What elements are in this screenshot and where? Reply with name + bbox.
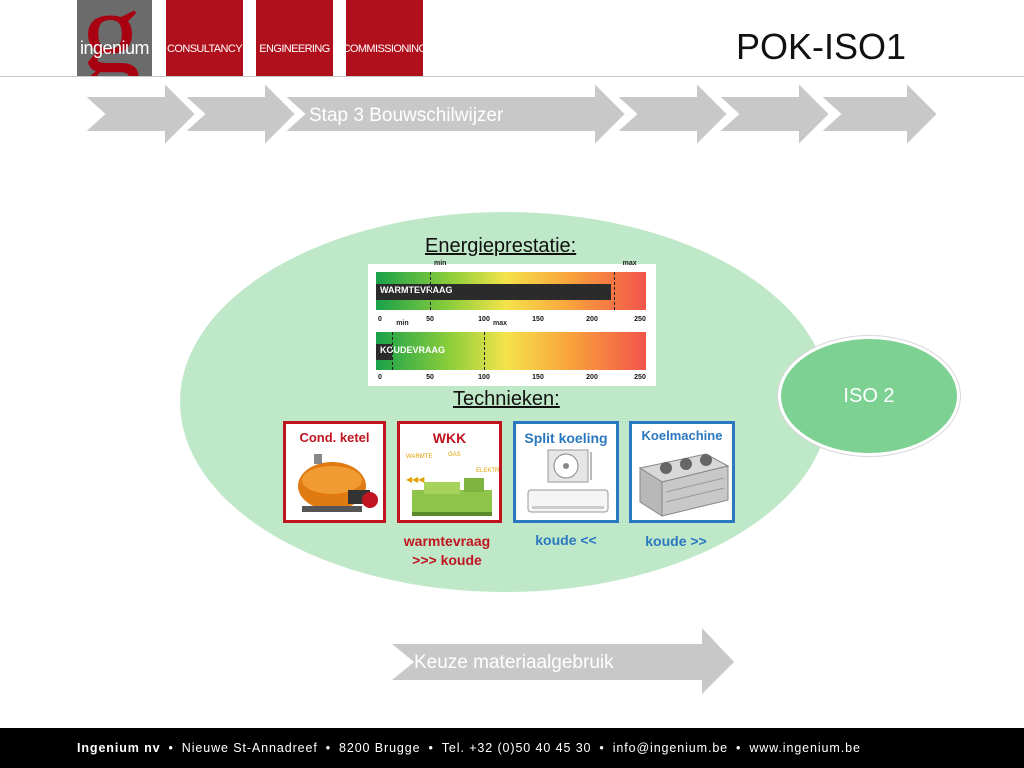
logo-text: ingenium xyxy=(79,38,150,58)
chevron-step-1 xyxy=(84,82,198,148)
page-title: POK-ISO1 xyxy=(736,26,907,67)
card-title: Split koeling xyxy=(524,430,608,446)
wkk-caption: warmtevraag >>> koude xyxy=(403,533,491,568)
koudevraag-label: KOUDEVRAAG xyxy=(380,345,446,355)
warmtevraag-fill xyxy=(376,284,612,300)
boiler-icon xyxy=(298,454,378,512)
tick-label-100: 100 xyxy=(478,316,490,323)
current-step-label[interactable]: Stap 3 Bouwschilwijzer xyxy=(309,105,504,126)
tick-label-200: 200 xyxy=(586,316,598,323)
next-step-label[interactable]: Keuze materiaalgebruik xyxy=(414,652,614,673)
header-divider xyxy=(0,76,1024,77)
chp-unit-icon: ◀◀◀ xyxy=(406,475,492,516)
footer-website[interactable]: www.ingenium.be xyxy=(749,741,861,755)
tick-label-150: 150 xyxy=(532,374,544,381)
logo-g-glyph: g xyxy=(81,0,141,76)
split-caption: koude << xyxy=(535,532,597,548)
koudevraag-axis: 0 50 100 150 200 250 xyxy=(376,374,646,384)
koel-caption: koude >> xyxy=(645,533,707,549)
tick-label-50: 50 xyxy=(426,316,434,323)
wkk-gas-label: GAS xyxy=(448,452,461,458)
footer: Ingenium nv • Nieuwe St-Annadreef • 8200… xyxy=(0,728,1024,768)
iso2-circle[interactable]: ISO 2 xyxy=(778,336,960,456)
card-title: Koelmachine xyxy=(641,428,723,443)
card-cond-ketel[interactable]: Cond. ketel xyxy=(283,421,386,523)
tab-consultancy[interactable]: CONSULTANCY xyxy=(166,0,243,76)
tab-commissioning[interactable]: COMMISSIONING xyxy=(343,0,427,76)
next-step-arrow[interactable] xyxy=(392,628,736,696)
energy-heading: Energieprestatie: xyxy=(425,235,577,257)
footer-city: 8200 Brugge xyxy=(339,741,421,755)
chiller-icon xyxy=(638,453,730,517)
process-chevron-bar xyxy=(84,82,940,148)
koudevraag-fill xyxy=(376,344,393,360)
tick-label-200: 200 xyxy=(586,374,598,381)
warmtevraag-bar: WARMTEVRAAG min max xyxy=(376,260,646,310)
card-title: Cond. ketel xyxy=(299,430,370,445)
warmtevraag-max-marker: max xyxy=(613,260,637,310)
iso2-label: ISO 2 xyxy=(843,384,895,407)
warmtevraag-min-marker: min xyxy=(430,260,446,310)
wkk-warmte-label: WARMTE xyxy=(406,454,433,460)
svg-text:◀◀◀: ◀◀◀ xyxy=(406,475,425,484)
techniques-heading: Technieken: xyxy=(453,388,560,410)
footer-phone[interactable]: Tel. +32 (0)50 40 45 30 xyxy=(441,741,592,755)
tick-label-0: 0 xyxy=(378,316,382,323)
card-koelmachine[interactable]: Koelmachine xyxy=(629,421,735,523)
chevron-step-4 xyxy=(613,82,730,148)
tick-label-100: 100 xyxy=(478,374,490,381)
chevron-step-2 xyxy=(181,82,298,148)
card-title: WKK xyxy=(432,430,467,446)
warmtevraag-label: WARMTEVRAAG xyxy=(380,285,453,295)
warmtevraag-axis: 0 50 100 150 200 250 xyxy=(376,316,646,326)
chevron-step-5 xyxy=(715,82,832,148)
tick-label-250: 250 xyxy=(634,374,646,381)
footer-address: Nieuwe St-Annadreef xyxy=(181,741,318,755)
tick-label-150: 150 xyxy=(532,316,544,323)
koudevraag-max-marker: max xyxy=(484,320,507,370)
tick-label-0: 0 xyxy=(378,374,382,381)
energy-performance-chart: WARMTEVRAAG min max 0 50 100 150 200 250 KOUD… xyxy=(368,260,656,386)
tick-label-250: 250 xyxy=(634,316,646,323)
chevron-step-3 xyxy=(281,82,628,148)
split-ac-icon xyxy=(527,449,609,513)
card-split-koeling[interactable]: Split koeling xyxy=(513,421,619,523)
koudevraag-bar: KOUDEVRAAG min max xyxy=(376,320,646,370)
footer-company: Ingenium nv xyxy=(77,741,161,755)
ingenium-logo[interactable]: g ingenium xyxy=(77,0,152,76)
wkk-elektr-label: ELEKTR xyxy=(476,468,500,474)
tab-engineering[interactable]: ENGINEERING xyxy=(256,0,333,76)
koudevraag-min-marker: min xyxy=(392,320,409,370)
tick-label-50: 50 xyxy=(426,374,434,381)
chevron-step-6 xyxy=(817,82,940,148)
card-wkk[interactable]: WKK WARMTE GAS ELEKTR ◀◀◀ xyxy=(397,421,502,523)
footer-email[interactable]: info@ingenium.be xyxy=(612,741,729,755)
